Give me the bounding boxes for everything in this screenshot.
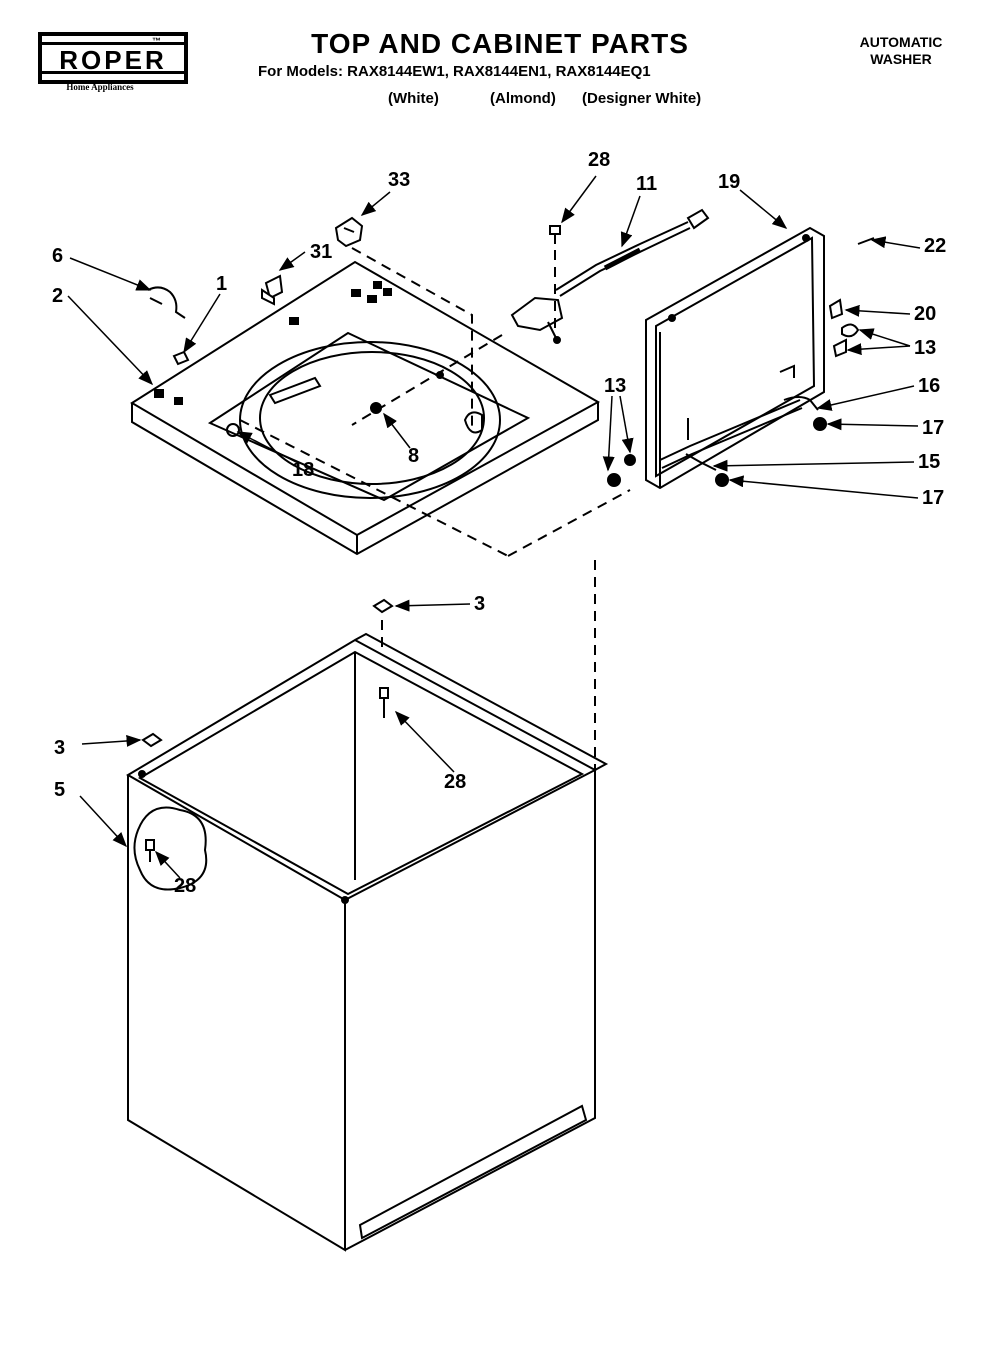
- screw-28-top: [549, 225, 561, 244]
- callout-28-mid: 28: [444, 771, 466, 793]
- lid-switch-31: [261, 274, 284, 306]
- callout-20: 20: [914, 303, 936, 325]
- callout-31: 31: [310, 241, 332, 263]
- callout-6: 6: [52, 245, 63, 267]
- bumper-1: [172, 350, 190, 366]
- callout-19: 19: [718, 171, 740, 193]
- lid-hinge-parts: [607, 237, 875, 487]
- cabinet-hardware: [138, 598, 394, 904]
- callout-3-right: 3: [474, 593, 485, 615]
- callout-13-right: 13: [914, 337, 936, 359]
- trademark-mark: ™: [152, 36, 161, 46]
- callout-33: 33: [388, 169, 410, 191]
- callout-2: 2: [52, 285, 63, 307]
- wire-harness-11: [510, 208, 710, 344]
- product-type: AUTOMATIC WASHER: [846, 34, 956, 68]
- hinge-clip-6: [147, 286, 186, 319]
- callout-11: 11: [636, 173, 657, 195]
- page-title: TOP AND CABINET PARTS: [311, 28, 689, 59]
- callout-8: 8: [408, 445, 419, 467]
- cabinet-5: [126, 632, 609, 1252]
- roper-logo: ROPER: [38, 32, 188, 84]
- callout-labels: 33 28 11 19 22 6 1 31 2 20 13 16 13 17 1…: [52, 149, 946, 897]
- color-white: (White): [388, 90, 439, 107]
- washer-top: [130, 260, 601, 556]
- brand-tagline: Home Appliances: [66, 82, 134, 92]
- product-line-1: AUTOMATIC: [859, 34, 943, 50]
- callout-28-top: 28: [588, 149, 610, 171]
- callout-15: 15: [918, 451, 940, 473]
- leader-lines: [67, 175, 921, 879]
- callout-22: 22: [924, 235, 946, 257]
- lid-frame-19: [645, 226, 825, 490]
- callout-18: 18: [292, 459, 314, 481]
- callout-5: 5: [54, 779, 65, 801]
- callout-3-left: 3: [54, 737, 65, 759]
- callout-1: 1: [216, 273, 227, 295]
- model-list: For Models: RAX8144EW1, RAX8144EN1, RAX8…: [258, 63, 651, 80]
- product-line-2: WASHER: [870, 51, 932, 67]
- callout-17-bottom: 17: [922, 487, 944, 509]
- callout-16: 16: [918, 375, 940, 397]
- clip-33: [334, 216, 364, 248]
- callout-13-left: 13: [604, 375, 626, 397]
- callout-28-low: 28: [174, 875, 196, 897]
- color-almond: (Almond): [490, 90, 556, 107]
- logo-frame: ROPER: [38, 32, 188, 84]
- brand-name: ROPER: [59, 45, 167, 75]
- callout-17-top: 17: [922, 417, 944, 439]
- color-designer-white: (Designer White): [582, 90, 702, 107]
